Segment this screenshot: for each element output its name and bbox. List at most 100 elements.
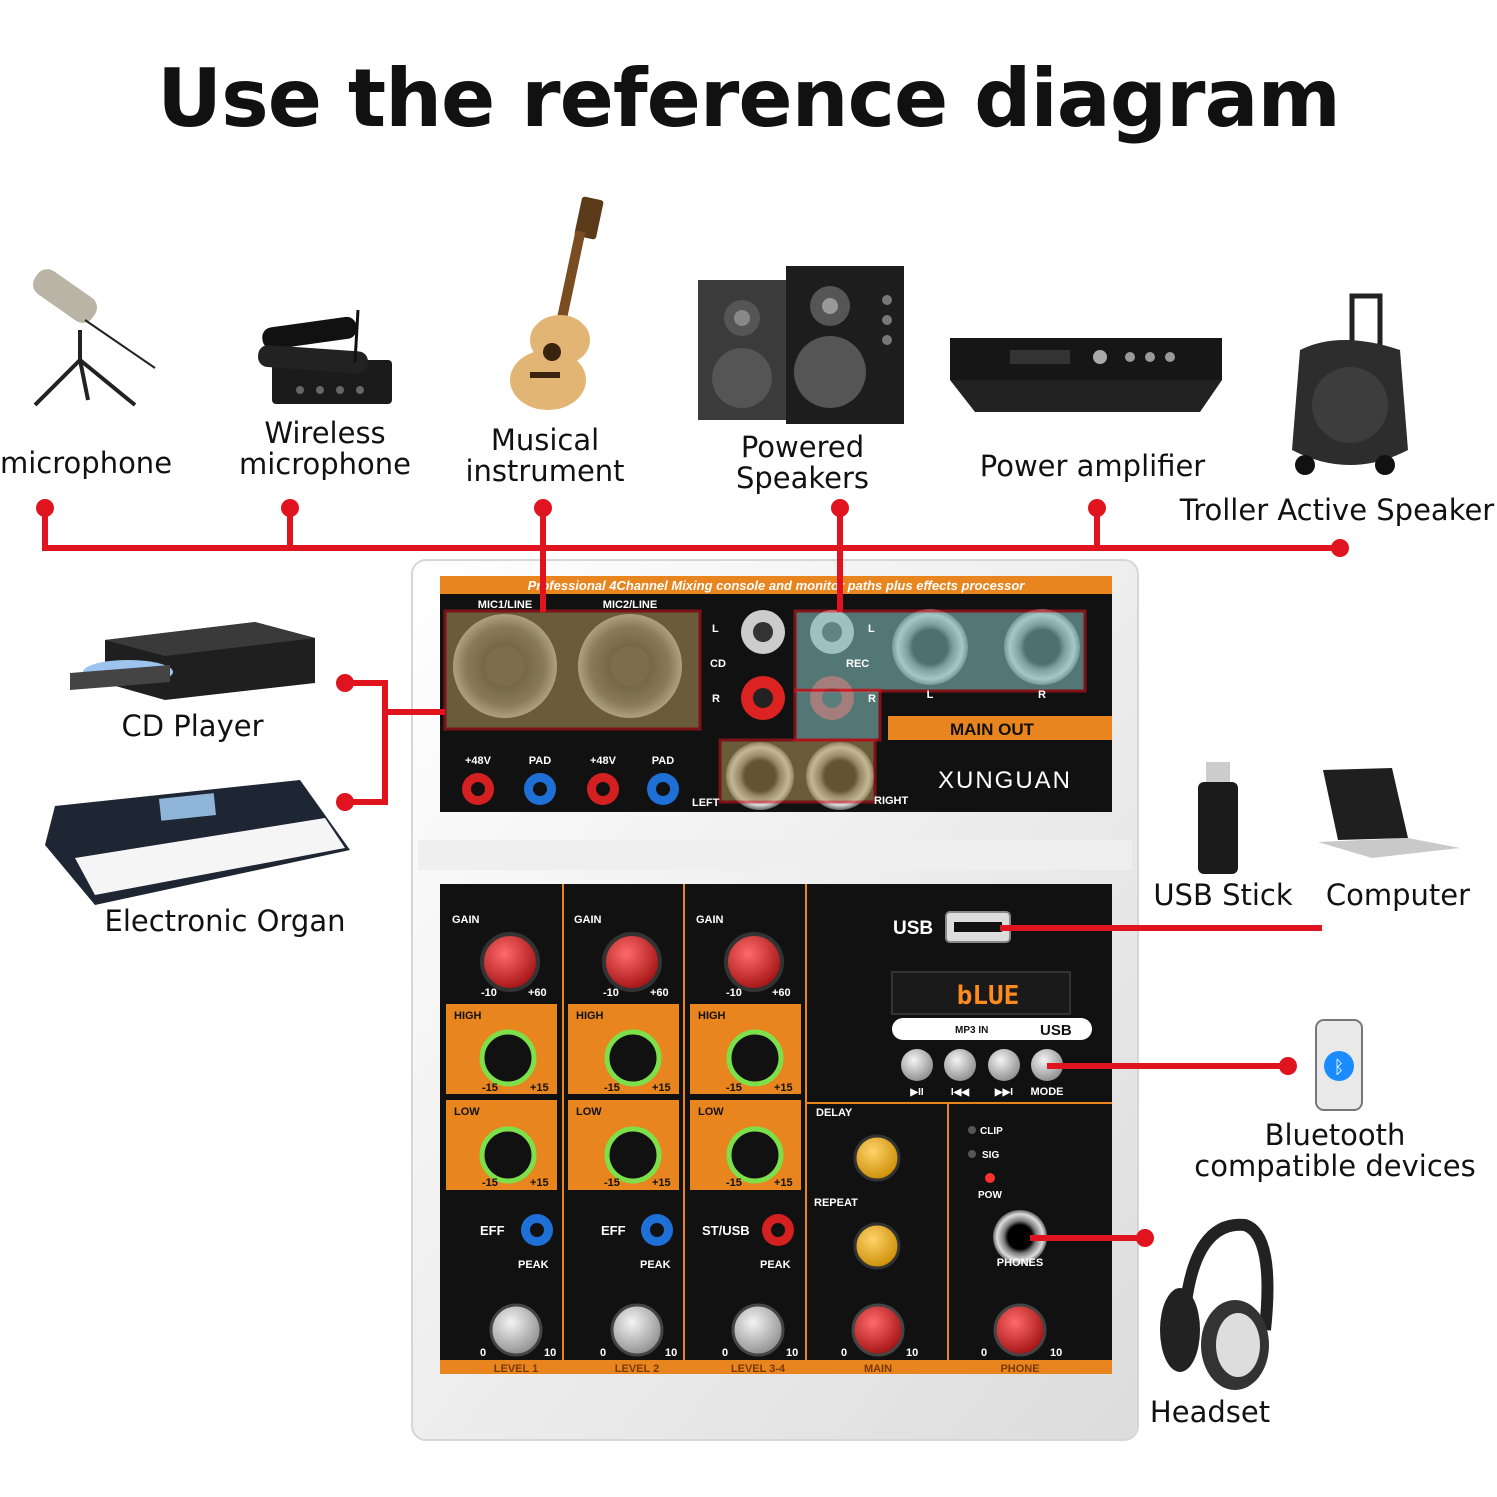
high1-max: +15 — [530, 1082, 549, 1094]
phone-max: 10 — [1050, 1347, 1062, 1359]
gain2-label: GAIN — [574, 914, 602, 926]
level1-label: LEVEL 1 — [494, 1363, 538, 1375]
phantom2-label: +48V — [590, 755, 617, 767]
usb-stick-label: USB Stick — [1153, 878, 1293, 912]
prev-label: I◀◀ — [951, 1087, 969, 1098]
mainout-l-label: L — [927, 689, 934, 701]
brand-logo: XUNGUAN — [938, 767, 1072, 794]
low1-min: -15 — [482, 1177, 498, 1189]
level1-min: 0 — [480, 1347, 486, 1359]
level3-max: 10 — [786, 1347, 798, 1359]
electronic-organ-label: Electronic Organ — [104, 904, 346, 938]
high3-max: +15 — [774, 1082, 793, 1094]
headset-label: Headset — [1149, 1395, 1271, 1429]
phantom1-label: +48V — [465, 755, 492, 767]
connection-wires — [42, 508, 1340, 1241]
pad2-label: PAD — [652, 755, 674, 767]
level2-max: 10 — [665, 1347, 677, 1359]
bluetooth-label: Bluetooth compatible devices — [1194, 1118, 1476, 1183]
low2-label: LOW — [576, 1106, 602, 1118]
sig-label: SIG — [982, 1150, 999, 1161]
mp3in-label: MP3 IN — [955, 1025, 988, 1036]
low3-max: +15 — [774, 1177, 793, 1189]
display-text: bLUE — [957, 981, 1020, 1011]
high2-max: +15 — [652, 1082, 671, 1094]
cd-label: CD — [710, 658, 726, 670]
phone-icon: ᛒ — [1315, 1019, 1363, 1111]
low1-label: LOW — [454, 1106, 480, 1118]
main-label: MAIN — [864, 1363, 892, 1375]
high1-label: HIGH — [454, 1010, 482, 1022]
high3-min: -15 — [726, 1082, 742, 1094]
wireless-microphone-label: Wireless microphone — [238, 416, 412, 481]
guitar-icon — [510, 196, 604, 410]
cd-player-icon — [70, 622, 315, 700]
level3-min: 0 — [722, 1347, 728, 1359]
gain3-min: -10 — [726, 987, 742, 999]
level2-label: LEVEL 2 — [615, 1363, 659, 1375]
usb-mode-label: USB — [1040, 1022, 1072, 1039]
troller-speaker-icon — [1292, 293, 1408, 475]
next-label: ▶▶I — [994, 1087, 1013, 1098]
musical-instrument-label: Musical instrument — [465, 423, 625, 488]
pad1-label: PAD — [529, 755, 551, 767]
peak3-label: PEAK — [760, 1259, 791, 1271]
rec-r-label: R — [868, 693, 876, 705]
microphone-icon — [33, 269, 156, 407]
gain2-min: -10 — [603, 987, 619, 999]
usb-stick-icon — [1198, 762, 1238, 874]
phone-min: 0 — [981, 1347, 987, 1359]
wireless-microphone-icon — [258, 309, 392, 404]
gain3-max: +60 — [772, 987, 791, 999]
electronic-organ-icon — [45, 780, 350, 905]
gain1-max: +60 — [528, 987, 547, 999]
power-amplifier-icon — [950, 338, 1222, 412]
low2-min: -15 — [604, 1177, 620, 1189]
high3-label: HIGH — [698, 1010, 726, 1022]
eff1-label: EFF — [480, 1223, 505, 1238]
powered-speakers-label: Powered Speakers — [735, 430, 870, 495]
troller-speaker-label: Troller Active Speaker — [1179, 493, 1495, 527]
microphone-label: microphone — [0, 446, 173, 480]
pow-label: POW — [978, 1190, 1002, 1201]
cd-l-label: L — [712, 623, 719, 635]
level1-max: 10 — [544, 1347, 556, 1359]
power-amplifier-label: Power amplifier — [979, 449, 1206, 483]
svg-text:ᛒ: ᛒ — [1334, 1057, 1345, 1078]
repeat-label: REPEAT — [814, 1197, 858, 1209]
delay-label: DELAY — [816, 1107, 853, 1119]
low1-max: +15 — [530, 1177, 549, 1189]
low3-min: -15 — [726, 1177, 742, 1189]
powered-speakers-icon — [698, 266, 904, 424]
mixer-banner: Professional 4Channel Mixing console and… — [528, 578, 1026, 593]
right-label: RIGHT — [874, 795, 909, 807]
laptop-icon — [1318, 768, 1460, 858]
phones-label: PHONES — [997, 1257, 1043, 1269]
st-usb-label: ST/USB — [702, 1223, 750, 1238]
cd-r-label: R — [712, 693, 720, 705]
page-title: Use the reference diagram — [157, 52, 1341, 145]
computer-label: Computer — [1325, 878, 1471, 912]
high1-min: -15 — [482, 1082, 498, 1094]
level34-label: LEVEL 3-4 — [731, 1363, 786, 1375]
cd-player-label: CD Player — [121, 709, 264, 743]
gain1-min: -10 — [481, 987, 497, 999]
phone-label: PHONE — [1000, 1363, 1039, 1375]
rec-label: REC — [846, 658, 869, 670]
main-min: 0 — [841, 1347, 847, 1359]
low3-label: LOW — [698, 1106, 724, 1118]
play-pause-label: ▶II — [909, 1087, 923, 1098]
level2-min: 0 — [600, 1347, 606, 1359]
eff2-label: EFF — [601, 1223, 626, 1238]
mic2-label: MIC2/LINE — [603, 599, 657, 611]
gain3-label: GAIN — [696, 914, 724, 926]
main-out-label: MAIN OUT — [950, 720, 1035, 739]
mixer — [411, 559, 1139, 1441]
clip-label: CLIP — [980, 1126, 1003, 1137]
headset-icon — [1160, 1218, 1274, 1390]
peak2-label: PEAK — [640, 1259, 671, 1271]
peak1-label: PEAK — [518, 1259, 549, 1271]
left-label: LEFT — [692, 797, 720, 809]
gain1-label: GAIN — [452, 914, 480, 926]
mic1-label: MIC1/LINE — [478, 599, 532, 611]
